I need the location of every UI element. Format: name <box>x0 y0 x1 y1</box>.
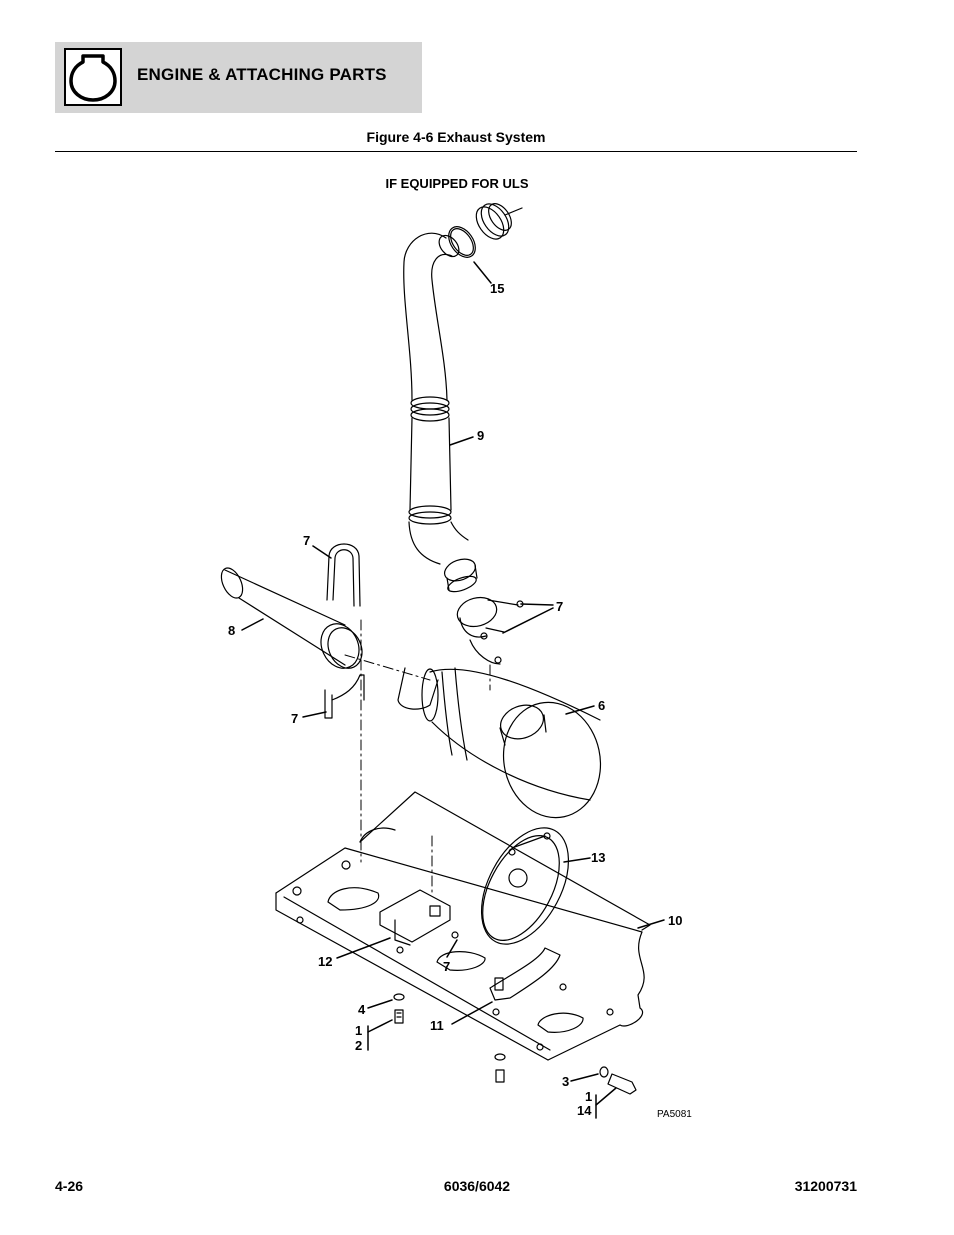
callout-10: 10 <box>668 913 682 928</box>
callout-7-bottom: 7 <box>443 959 450 974</box>
figure-note: IF EQUIPPED FOR ULS <box>385 176 529 191</box>
manual-number: 31200731 <box>794 1178 857 1194</box>
callout-2: 2 <box>355 1038 362 1053</box>
section-title: ENGINE & ATTACHING PARTS <box>137 65 387 84</box>
callout-4: 4 <box>358 1002 366 1017</box>
inlet-pipe <box>220 567 363 669</box>
hardware-left <box>393 993 405 1024</box>
callout-1-right: 1 <box>585 1089 592 1104</box>
callout-11: 11 <box>430 1018 444 1033</box>
model-number: 6036/6042 <box>443 1178 511 1194</box>
callout-15: 15 <box>490 281 504 296</box>
title-rule <box>55 151 857 152</box>
callout-7-left: 7 <box>291 711 298 726</box>
muffler <box>397 667 602 819</box>
bracket-11 <box>489 947 561 1001</box>
tailpipe <box>403 232 478 593</box>
hardware-right <box>599 1066 637 1095</box>
drawing-code: PA5081 <box>657 1109 692 1120</box>
bracket-12 <box>379 889 459 946</box>
callout-8: 8 <box>228 623 235 638</box>
gasket-ring <box>448 226 476 258</box>
muffler-band <box>480 827 570 945</box>
callout-14: 14 <box>577 1103 592 1118</box>
callout-6: 6 <box>598 698 605 713</box>
callout-13: 13 <box>591 850 605 865</box>
callout-9: 9 <box>477 428 484 443</box>
figure-title: Figure 4-6 Exhaust System <box>366 129 546 145</box>
clamp-saddle <box>324 674 365 719</box>
engine-icon <box>64 48 122 106</box>
page-number: 4-26 <box>55 1178 84 1194</box>
hardware-center <box>494 1053 506 1083</box>
rain-cap <box>475 203 523 240</box>
callout-7-top: 7 <box>303 533 310 548</box>
callout-1-left: 1 <box>355 1023 362 1038</box>
callout-3: 3 <box>562 1074 569 1089</box>
u-bolt <box>326 543 361 607</box>
mounting-pan <box>275 791 651 1061</box>
callout-12: 12 <box>318 954 332 969</box>
section-header: ENGINE & ATTACHING PARTS <box>55 42 422 113</box>
callout-7-right: 7 <box>556 599 563 614</box>
outlet-clamp <box>456 596 524 665</box>
